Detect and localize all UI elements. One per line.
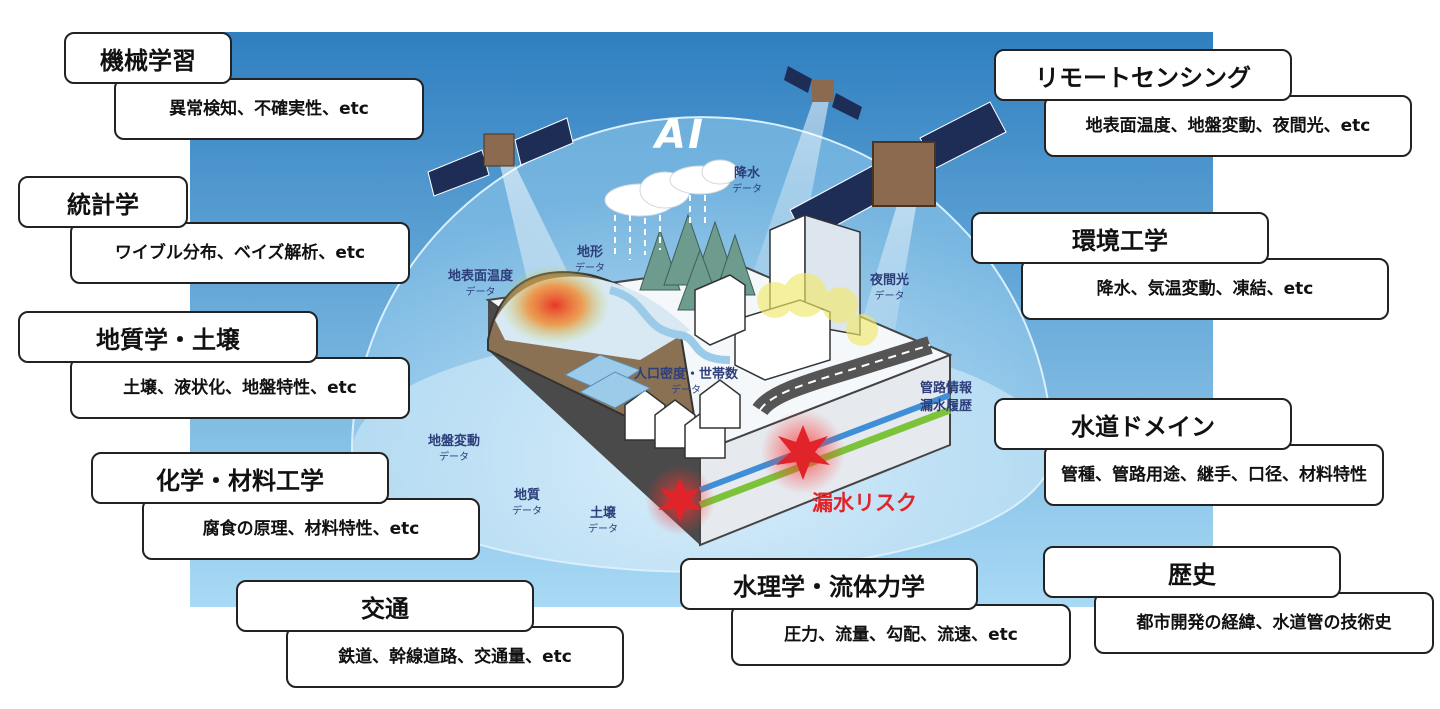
remote-sensing-title: リモートセンシング	[994, 49, 1292, 101]
water-domain-desc: 管種、管路用途、継手、口径、材料特性	[1044, 444, 1384, 506]
label-night-light-data: 夜間光データ	[870, 273, 910, 302]
hydraulics-title: 水理学・流体力学	[680, 558, 978, 610]
history-title: 歴史	[1043, 546, 1341, 598]
environment-title: 環境工学	[971, 212, 1269, 264]
traffic-desc: 鉄道、幹線道路、交通量、etc	[286, 626, 624, 688]
label-geology-data: 地質データ	[512, 488, 542, 517]
machine-learning-desc: 異常検知、不確実性、etc	[114, 78, 424, 140]
environment-desc: 降水、気温変動、凍結、etc	[1021, 258, 1389, 320]
ai-label: AI	[655, 112, 705, 158]
statistics-title: 統計学	[18, 176, 188, 228]
rain-cloud-icon	[604, 159, 739, 217]
leak-burst-icon	[658, 478, 702, 522]
chemistry-desc: 腐食の原理、材料特性、etc	[142, 498, 480, 560]
history-desc: 都市開発の経緯、水道管の技術史	[1094, 592, 1434, 654]
houses	[624, 379, 741, 459]
leak-risk-label: 漏水リスク	[812, 491, 917, 515]
label-surface-temperature-data: 地表面温度データ	[448, 269, 514, 298]
satellite-beam	[740, 95, 830, 310]
chemistry-title: 化学・材料工学	[91, 452, 389, 504]
label-ground-deformation-data: 地盤変動データ	[428, 434, 481, 463]
label-precipitation-data: 降水データ	[732, 166, 762, 195]
night-light-glow	[757, 273, 878, 346]
hydraulics-desc: 圧力、流量、勾配、流速、etc	[731, 604, 1071, 666]
satellite-icon	[784, 66, 862, 120]
label-pipe-info: 管路情報漏水履歴	[920, 381, 973, 414]
rain	[614, 195, 706, 260]
fields	[563, 354, 652, 409]
remote-sensing-desc: 地表面温度、地盤変動、夜間光、etc	[1044, 95, 1412, 157]
river	[608, 286, 731, 364]
geology-title: 地質学・土壌	[18, 311, 318, 363]
temperature-heat-spot	[500, 265, 610, 345]
leak-burst-icon	[776, 425, 830, 480]
machine-learning-title: 機械学習	[64, 32, 232, 84]
satellite-icon	[427, 117, 574, 197]
statistics-desc: ワイブル分布、ベイズ解析、etc	[70, 222, 410, 284]
label-soil-data: 土壌データ	[588, 506, 618, 535]
geology-desc: 土壌、液状化、地盤特性、etc	[70, 357, 410, 419]
water-domain-title: 水道ドメイン	[994, 398, 1292, 450]
traffic-title: 交通	[236, 580, 534, 632]
label-terrain-data: 地形データ	[575, 245, 605, 274]
label-population-data: 人口密度・世帯数データ	[634, 367, 739, 396]
